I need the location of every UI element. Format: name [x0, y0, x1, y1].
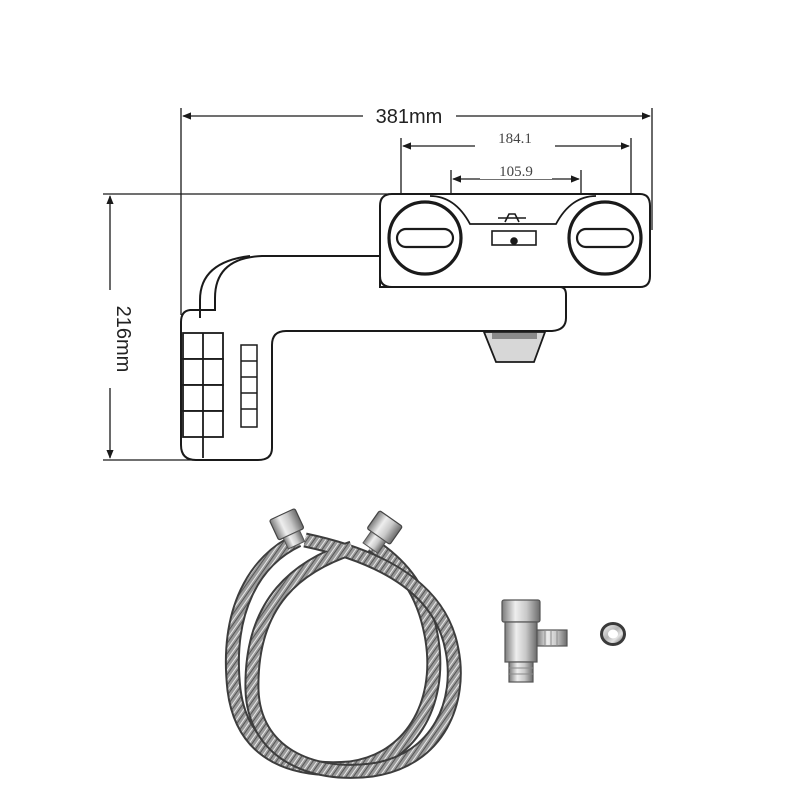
dimension-lines — [103, 108, 653, 461]
hose-left-nut — [269, 508, 306, 550]
outlet-block-stack — [182, 332, 224, 458]
side-slot — [240, 344, 258, 428]
bidet-attachment-drawing — [180, 193, 651, 461]
overall-height-label: 216mm — [112, 306, 134, 373]
bidet-body-outline — [180, 255, 567, 461]
center-mount — [491, 213, 537, 246]
right-knob — [567, 200, 643, 276]
overall-width-label: 381mm — [376, 106, 443, 128]
hose-right-nut — [362, 510, 403, 554]
t-adapter-valve — [501, 599, 568, 683]
nozzle-cap — [482, 331, 547, 363]
rubber-washer — [600, 622, 626, 646]
left-knob — [387, 200, 463, 276]
inner-span-label: 105.9 — [499, 164, 533, 180]
braided-steel-hose — [224, 508, 462, 779]
knob-span-label: 184.1 — [498, 131, 532, 147]
dimension-labels: 381mm 184.1 105.9 216mm — [95, 102, 555, 388]
